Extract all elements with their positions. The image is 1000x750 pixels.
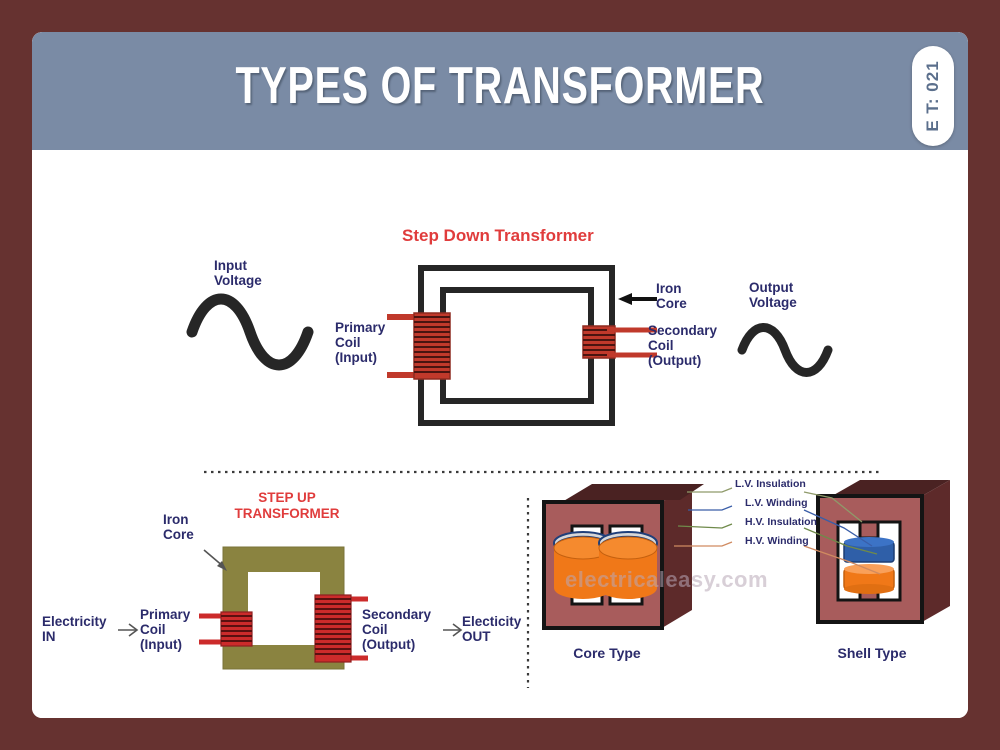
badge-label: E T: 021 xyxy=(923,60,942,132)
watermark: electricaleasy.com xyxy=(565,567,769,592)
label-output-voltage: Output Voltage xyxy=(749,280,797,310)
shell-hv-winding xyxy=(843,537,895,563)
electricity-out-arrow xyxy=(443,623,463,637)
slide: TYPES OF TRANSFORMER E T: 021 Step Down … xyxy=(32,32,968,718)
callout-hv-insulation: H.V. Insulation xyxy=(745,516,817,528)
page-title: TYPES OF TRANSFORMER xyxy=(235,57,765,115)
label-step-up-primary-coil: Primary Coil (Input) xyxy=(140,607,191,652)
label-iron-core: Iron Core xyxy=(656,281,687,311)
step-up-secondary-coil xyxy=(314,594,368,663)
construction-diagram xyxy=(542,480,950,630)
divider-layer xyxy=(204,470,882,688)
caption-shell-type: Shell Type xyxy=(837,645,907,661)
caption-core-type: Core Type xyxy=(573,645,641,661)
step-up-primary-coil xyxy=(199,611,253,647)
label-secondary-coil: Secondary Coil (Output) xyxy=(648,323,718,368)
slide-header: TYPES OF TRANSFORMER E T: 021 xyxy=(32,32,968,150)
electricity-in-arrow xyxy=(118,623,139,637)
primary-coil xyxy=(413,312,451,380)
step-down-title: Step Down Transformer xyxy=(402,226,594,245)
input-waveform xyxy=(186,293,314,371)
callout-lv-insulation: L.V. Insulation xyxy=(735,478,806,490)
callout-leader-lines xyxy=(674,487,881,575)
callout-lv-winding: L.V. Winding xyxy=(745,497,808,509)
callout-hv-winding: H.V. Winding xyxy=(745,535,809,547)
label-primary-coil: Primary Coil (Input) xyxy=(335,320,386,365)
step-up-title: STEP UP TRANSFORMER xyxy=(234,490,340,521)
label-step-up-secondary-coil: Secondary Coil (Output) xyxy=(362,607,432,652)
slide-body: Step Down Transformer xyxy=(32,150,968,718)
label-electricity-in: Electricity IN xyxy=(42,614,107,644)
iron-core-arrow xyxy=(618,293,657,305)
output-waveform xyxy=(737,323,833,377)
core-left-winding xyxy=(553,531,613,599)
shell-type-figure xyxy=(816,480,950,624)
step-down-diagram xyxy=(186,265,833,426)
label-step-up-iron-core: Iron Core xyxy=(163,512,194,542)
shell-lv-winding xyxy=(843,564,895,594)
step-up-core-arrow xyxy=(203,549,227,571)
step-up-diagram xyxy=(118,546,463,670)
label-electricity-out: Electicity OUT xyxy=(462,614,522,644)
core-type-figure xyxy=(542,484,704,630)
label-input-voltage: Input Voltage xyxy=(214,258,262,288)
core-right-winding xyxy=(598,531,658,599)
status-badge: E T: 021 xyxy=(912,46,954,146)
